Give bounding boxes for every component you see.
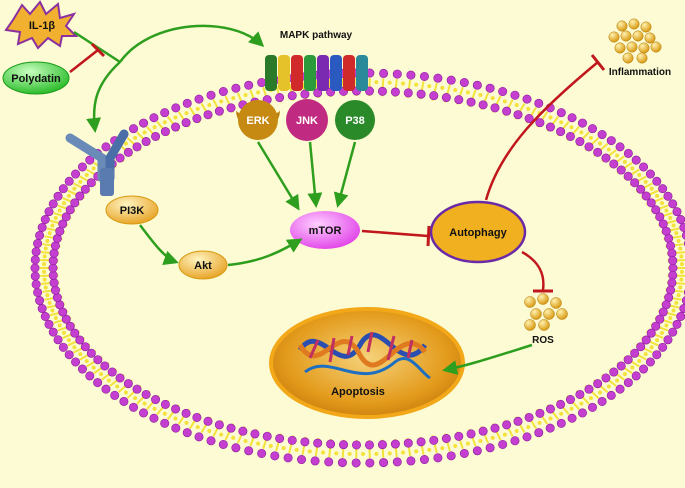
nucleus: Apoptosis — [269, 307, 465, 419]
il1b-label: IL-1β — [29, 20, 56, 32]
il1b-node: IL-1β — [4, 0, 79, 50]
ros-particles-icon — [524, 293, 568, 331]
pi3k-label: PI3K — [120, 205, 145, 217]
akt-label: Akt — [194, 260, 212, 272]
inhibit-mtor-autophagy — [361, 229, 429, 238]
inhibit-polydatin-il1b-bar — [90, 42, 106, 58]
inflammation-particles-icon — [608, 18, 662, 64]
autophagy-node: Autophagy — [429, 200, 527, 264]
inhibit-autophagy-ros — [521, 250, 545, 291]
arrow-pi3k-to-akt — [139, 224, 179, 265]
arrow-p38-to-mtor — [333, 141, 357, 208]
inhibit-mtor-autophagy-bar — [426, 225, 431, 247]
apoptosis-label: Apoptosis — [331, 386, 385, 398]
polydatin-label: Polydatin — [11, 73, 61, 85]
inhibit-autophagy-inflammation-bar — [590, 54, 606, 71]
arrow-erk-to-mtor — [256, 141, 300, 211]
polydatin-node: Polydatin — [2, 61, 70, 95]
autophagy-label: Autophagy — [449, 227, 507, 239]
arrow-jnk-to-mtor — [307, 141, 323, 208]
erk-label: ERK — [246, 115, 269, 127]
p38-label: P38 — [345, 115, 365, 127]
erk-node: ERK — [236, 100, 280, 140]
jnk-node: JNK — [286, 99, 328, 141]
receptor-icon — [65, 129, 129, 196]
mtor-node: mTOR — [290, 211, 360, 249]
pi3k-node: PI3K — [105, 195, 159, 225]
arrow-akt-to-mtor — [227, 238, 303, 267]
arrow-il1b-to-receptor — [86, 61, 121, 133]
mapk-pathway-label: MAPK pathway — [280, 30, 353, 41]
inhibit-autophagy-inflammation — [484, 61, 599, 201]
mtor-label: mTOR — [309, 225, 342, 237]
inflammation-label: Inflammation — [609, 67, 671, 78]
dna-helix-icon — [297, 331, 431, 380]
inhibit-polydatin-il1b — [69, 49, 99, 73]
mapk-channel — [265, 55, 368, 91]
ros-label: ROS — [532, 335, 554, 346]
akt-node: Akt — [178, 250, 228, 280]
arrow-ros-to-apoptosis — [442, 343, 533, 375]
arrow-il1b-to-mapk — [118, 24, 265, 63]
p38-node: P38 — [335, 100, 375, 140]
jnk-label: JNK — [296, 115, 318, 127]
